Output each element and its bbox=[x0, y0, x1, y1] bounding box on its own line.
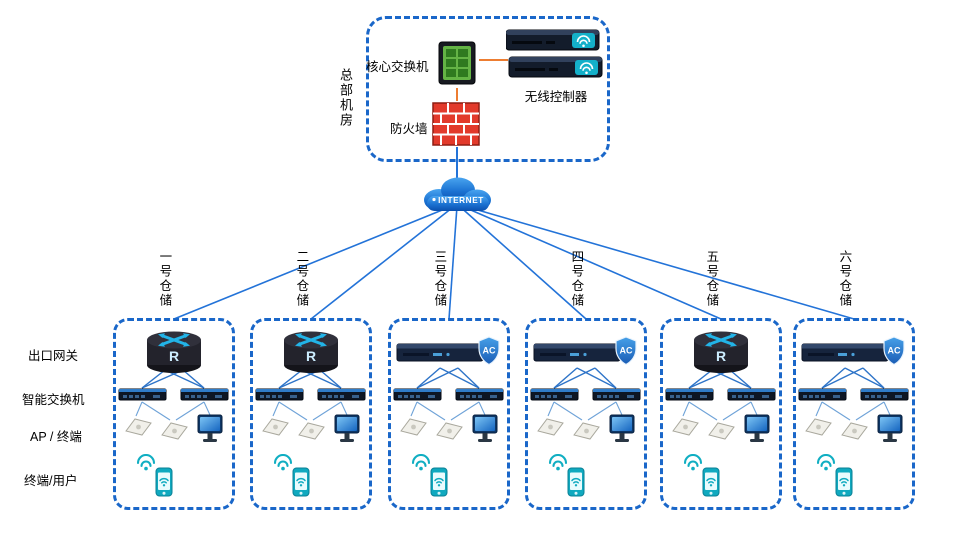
warehouse-internal-links bbox=[410, 367, 486, 421]
pc-monitor-icon bbox=[334, 414, 360, 445]
internet-cloud: INTERNET bbox=[417, 172, 497, 218]
internet-branch-links bbox=[173, 203, 855, 320]
switch-icon-left bbox=[118, 386, 168, 402]
warehouse-2-label: 二号仓储 bbox=[294, 250, 309, 308]
wifi-signal-icon bbox=[135, 454, 157, 471]
svg-text:AC: AC bbox=[888, 346, 901, 356]
warehouse-1: 一号仓储 bbox=[113, 248, 235, 510]
cloud-dot bbox=[432, 197, 436, 202]
pc-monitor-icon bbox=[744, 414, 770, 445]
access-point-icon bbox=[396, 414, 430, 438]
row-label-switch: 智能交换机 bbox=[22, 393, 85, 407]
svg-text:AC: AC bbox=[483, 346, 496, 356]
access-point-icon bbox=[668, 414, 702, 438]
ac-gateway-icon: AC bbox=[532, 334, 640, 368]
row-label-ap: AP / 终端 bbox=[30, 430, 82, 444]
warehouse-5: 五号仓储 R bbox=[660, 248, 782, 510]
warehouse-6-label: 六号仓储 bbox=[837, 250, 852, 308]
wireless-controller-label: 无线控制器 bbox=[524, 90, 588, 104]
wlc-unit-1 bbox=[505, 29, 600, 51]
warehouse-6: 六号仓储 AC bbox=[793, 248, 915, 510]
svg-text:R: R bbox=[716, 348, 726, 364]
pc-monitor-icon bbox=[609, 414, 635, 445]
wifi-signal-icon bbox=[682, 454, 704, 471]
switch-icon-left bbox=[798, 386, 848, 402]
smartphone-icon bbox=[430, 467, 448, 497]
pc-monitor-icon bbox=[197, 414, 223, 445]
warehouse-internal-links bbox=[135, 369, 211, 421]
pc-monitor-icon bbox=[877, 414, 903, 445]
svg-text:R: R bbox=[306, 348, 316, 364]
warehouse-5-label: 五号仓储 bbox=[704, 250, 719, 308]
access-point-icon bbox=[533, 414, 567, 438]
smartphone-icon bbox=[155, 467, 173, 497]
access-point-icon bbox=[801, 414, 835, 438]
switch-icon-right bbox=[455, 386, 505, 402]
router-icon: R bbox=[142, 328, 206, 374]
smartphone-icon bbox=[835, 467, 853, 497]
switch-icon-left bbox=[665, 386, 715, 402]
access-point-icon bbox=[837, 418, 871, 442]
warehouse-internal-links bbox=[547, 367, 623, 421]
warehouse-2: 二号仓储 R bbox=[250, 248, 372, 510]
switch-icon-right bbox=[592, 386, 642, 402]
access-point-icon bbox=[258, 414, 292, 438]
switch-icon-right bbox=[317, 386, 367, 402]
pc-monitor-icon bbox=[472, 414, 498, 445]
switch-icon-left bbox=[255, 386, 305, 402]
wifi-signal-icon bbox=[272, 454, 294, 471]
svg-text:AC: AC bbox=[620, 346, 633, 356]
smartphone-icon bbox=[567, 467, 585, 497]
core-switch-icon bbox=[436, 36, 478, 86]
smartphone-icon bbox=[292, 467, 310, 497]
hq-orange-links bbox=[456, 59, 508, 101]
wifi-signal-icon bbox=[815, 454, 837, 471]
switch-icon-left bbox=[393, 386, 443, 402]
row-label-user: 终端/用户 bbox=[24, 474, 78, 488]
firewall-label: 防火墙 bbox=[390, 122, 428, 136]
switch-icon-right bbox=[727, 386, 777, 402]
warehouse-1-box: R bbox=[113, 318, 235, 510]
access-point-icon bbox=[121, 414, 155, 438]
warehouse-6-box: AC bbox=[793, 318, 915, 510]
core-switch-label: 核心交换机 bbox=[366, 60, 429, 74]
warehouse-5-box: R bbox=[660, 318, 782, 510]
warehouse-internal-links bbox=[815, 367, 891, 421]
warehouse-internal-links bbox=[272, 369, 348, 421]
warehouse-3: 三号仓储 AC bbox=[388, 248, 510, 510]
ac-gateway-icon: AC bbox=[800, 334, 908, 368]
warehouse-3-label: 三号仓储 bbox=[432, 250, 447, 308]
access-point-icon bbox=[294, 418, 328, 442]
wlc-unit-2 bbox=[508, 56, 603, 78]
warehouse-internal-links bbox=[682, 369, 758, 421]
firewall-icon bbox=[432, 101, 480, 147]
warehouse-2-box: R bbox=[250, 318, 372, 510]
wifi-signal-icon bbox=[547, 454, 569, 471]
hq-room-label: 总部机房 bbox=[337, 68, 353, 128]
wireless-controller-icon bbox=[505, 28, 606, 82]
router-icon: R bbox=[689, 328, 753, 374]
warehouse-4: 四号仓储 AC bbox=[525, 248, 647, 510]
warehouse-1-label: 一号仓储 bbox=[157, 250, 172, 308]
smartphone-icon bbox=[702, 467, 720, 497]
switch-icon-left bbox=[530, 386, 580, 402]
warehouse-3-box: AC bbox=[388, 318, 510, 510]
switch-icon-right bbox=[860, 386, 910, 402]
access-point-icon bbox=[157, 418, 191, 442]
internet-label: INTERNET bbox=[438, 196, 484, 205]
svg-text:R: R bbox=[169, 348, 179, 364]
warehouse-4-label: 四号仓储 bbox=[569, 250, 584, 308]
ac-gateway-icon: AC bbox=[395, 334, 503, 368]
hq-room-box bbox=[366, 16, 610, 162]
access-point-icon bbox=[432, 418, 466, 442]
warehouse-4-box: AC bbox=[525, 318, 647, 510]
access-point-icon bbox=[704, 418, 738, 442]
switch-icon-right bbox=[180, 386, 230, 402]
router-icon: R bbox=[279, 328, 343, 374]
row-label-gateway: 出口网关 bbox=[28, 349, 79, 363]
wifi-signal-icon bbox=[410, 454, 432, 471]
access-point-icon bbox=[569, 418, 603, 442]
